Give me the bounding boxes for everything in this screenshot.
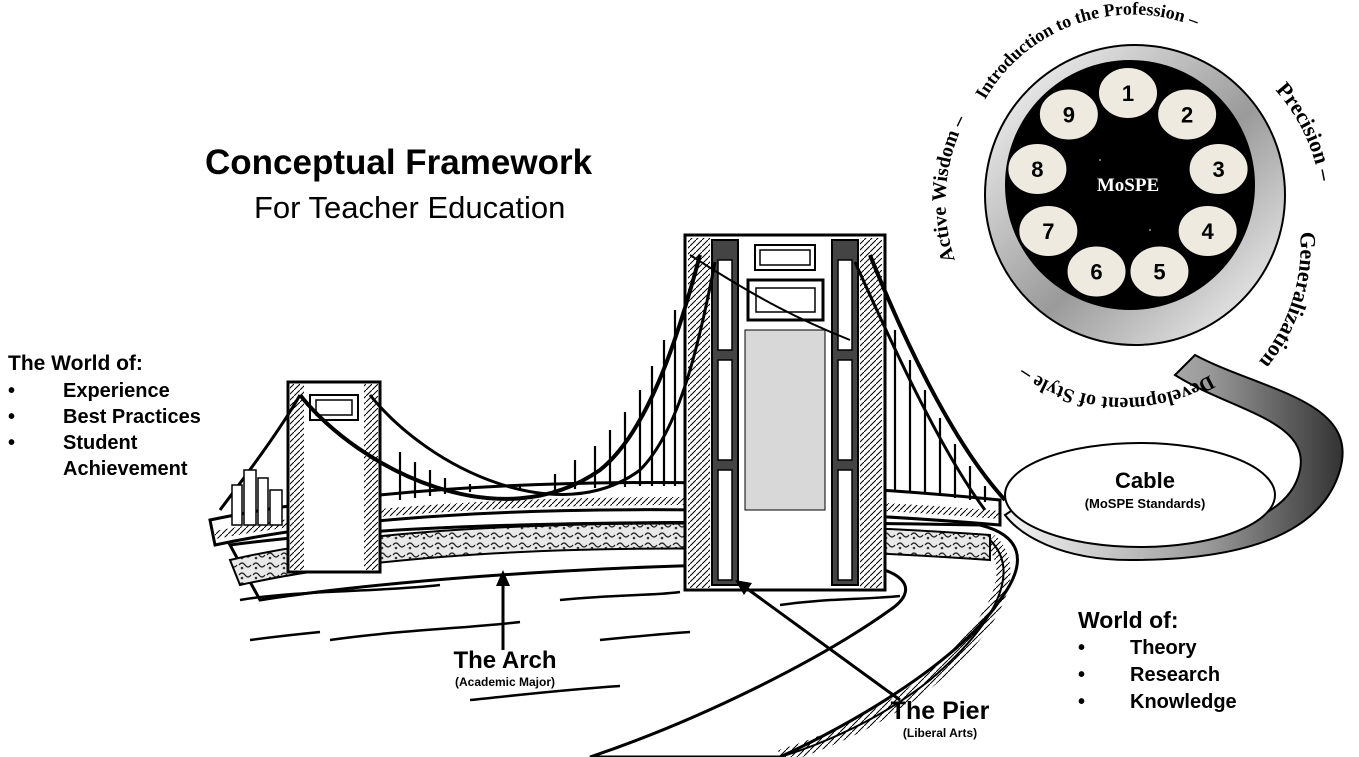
list-item: Knowledge <box>1078 689 1237 716</box>
cable-sublabel: (MoSPE Standards) <box>1084 496 1206 511</box>
wheel-center-label: MoSPE <box>1097 175 1159 196</box>
number-disc-9 <box>1037 87 1100 142</box>
right-world-block: World of: Theory Research Knowledge <box>1078 605 1237 716</box>
number-label-9: 9 <box>1063 103 1075 128</box>
number-disc-5 <box>1128 244 1191 299</box>
list-item: Theory <box>1078 635 1237 662</box>
left-world-heading: The World of: <box>8 352 143 375</box>
cable-caption: Cable (MoSPE Standards) <box>1040 468 1250 511</box>
left-tower <box>286 380 382 574</box>
number-label-7: 7 <box>1042 219 1054 244</box>
arch-sublabel: (Academic Major) <box>454 675 556 689</box>
number-label-1: 1 <box>1122 81 1134 106</box>
number-label-2: 2 <box>1181 103 1193 128</box>
number-disc-7 <box>1017 204 1080 258</box>
number-disc-8 <box>1006 142 1069 197</box>
list-item: Student Achievement <box>8 430 233 482</box>
left-world-list: Experience Best Practices Student Achiev… <box>8 378 233 482</box>
left-world-block: The World of: Experience Best Practices … <box>8 350 233 482</box>
pier-arrow <box>735 580 901 702</box>
number-disc-1 <box>1097 66 1159 120</box>
wheel-number-discs: 1 2 3 4 5 6 7 8 9 <box>1006 66 1250 299</box>
number-label-5: 5 <box>1153 259 1165 284</box>
list-item: Research <box>1078 662 1237 689</box>
page-subtitle: For Teacher Education <box>254 190 566 225</box>
arch-caption: The Arch (Academic Major) <box>420 647 590 689</box>
number-disc-6 <box>1065 244 1128 299</box>
number-disc-4 <box>1176 204 1239 258</box>
number-label-6: 6 <box>1090 259 1102 284</box>
cable-label: Cable <box>1115 468 1175 493</box>
right-world-list: Theory Research Knowledge <box>1078 635 1237 716</box>
list-item: Best Practices <box>8 404 233 430</box>
arch-arrow <box>496 570 510 650</box>
number-label-8: 8 <box>1031 157 1043 182</box>
water-lines <box>239 583 901 702</box>
number-label-4: 4 <box>1202 219 1215 244</box>
number-disc-3 <box>1187 142 1250 197</box>
arch-label: The Arch <box>453 647 557 674</box>
page-title: Conceptual Framework <box>205 143 593 182</box>
main-tower <box>683 233 887 592</box>
city-skyline <box>231 469 283 526</box>
right-world-heading: World of: <box>1078 607 1179 633</box>
cable-ribbon <box>1003 353 1344 562</box>
pier-caption: The Pier (Liberal Arts) <box>855 697 1025 740</box>
pier-sublabel: (Liberal Arts) <box>902 726 978 740</box>
pier-label: The Pier <box>890 697 990 725</box>
ring-text-left: Active Wisdom – <box>928 111 970 265</box>
hanger-cables <box>398 310 987 502</box>
number-label-3: 3 <box>1212 157 1224 182</box>
list-item: Experience <box>8 378 233 404</box>
number-disc-2 <box>1156 87 1219 142</box>
